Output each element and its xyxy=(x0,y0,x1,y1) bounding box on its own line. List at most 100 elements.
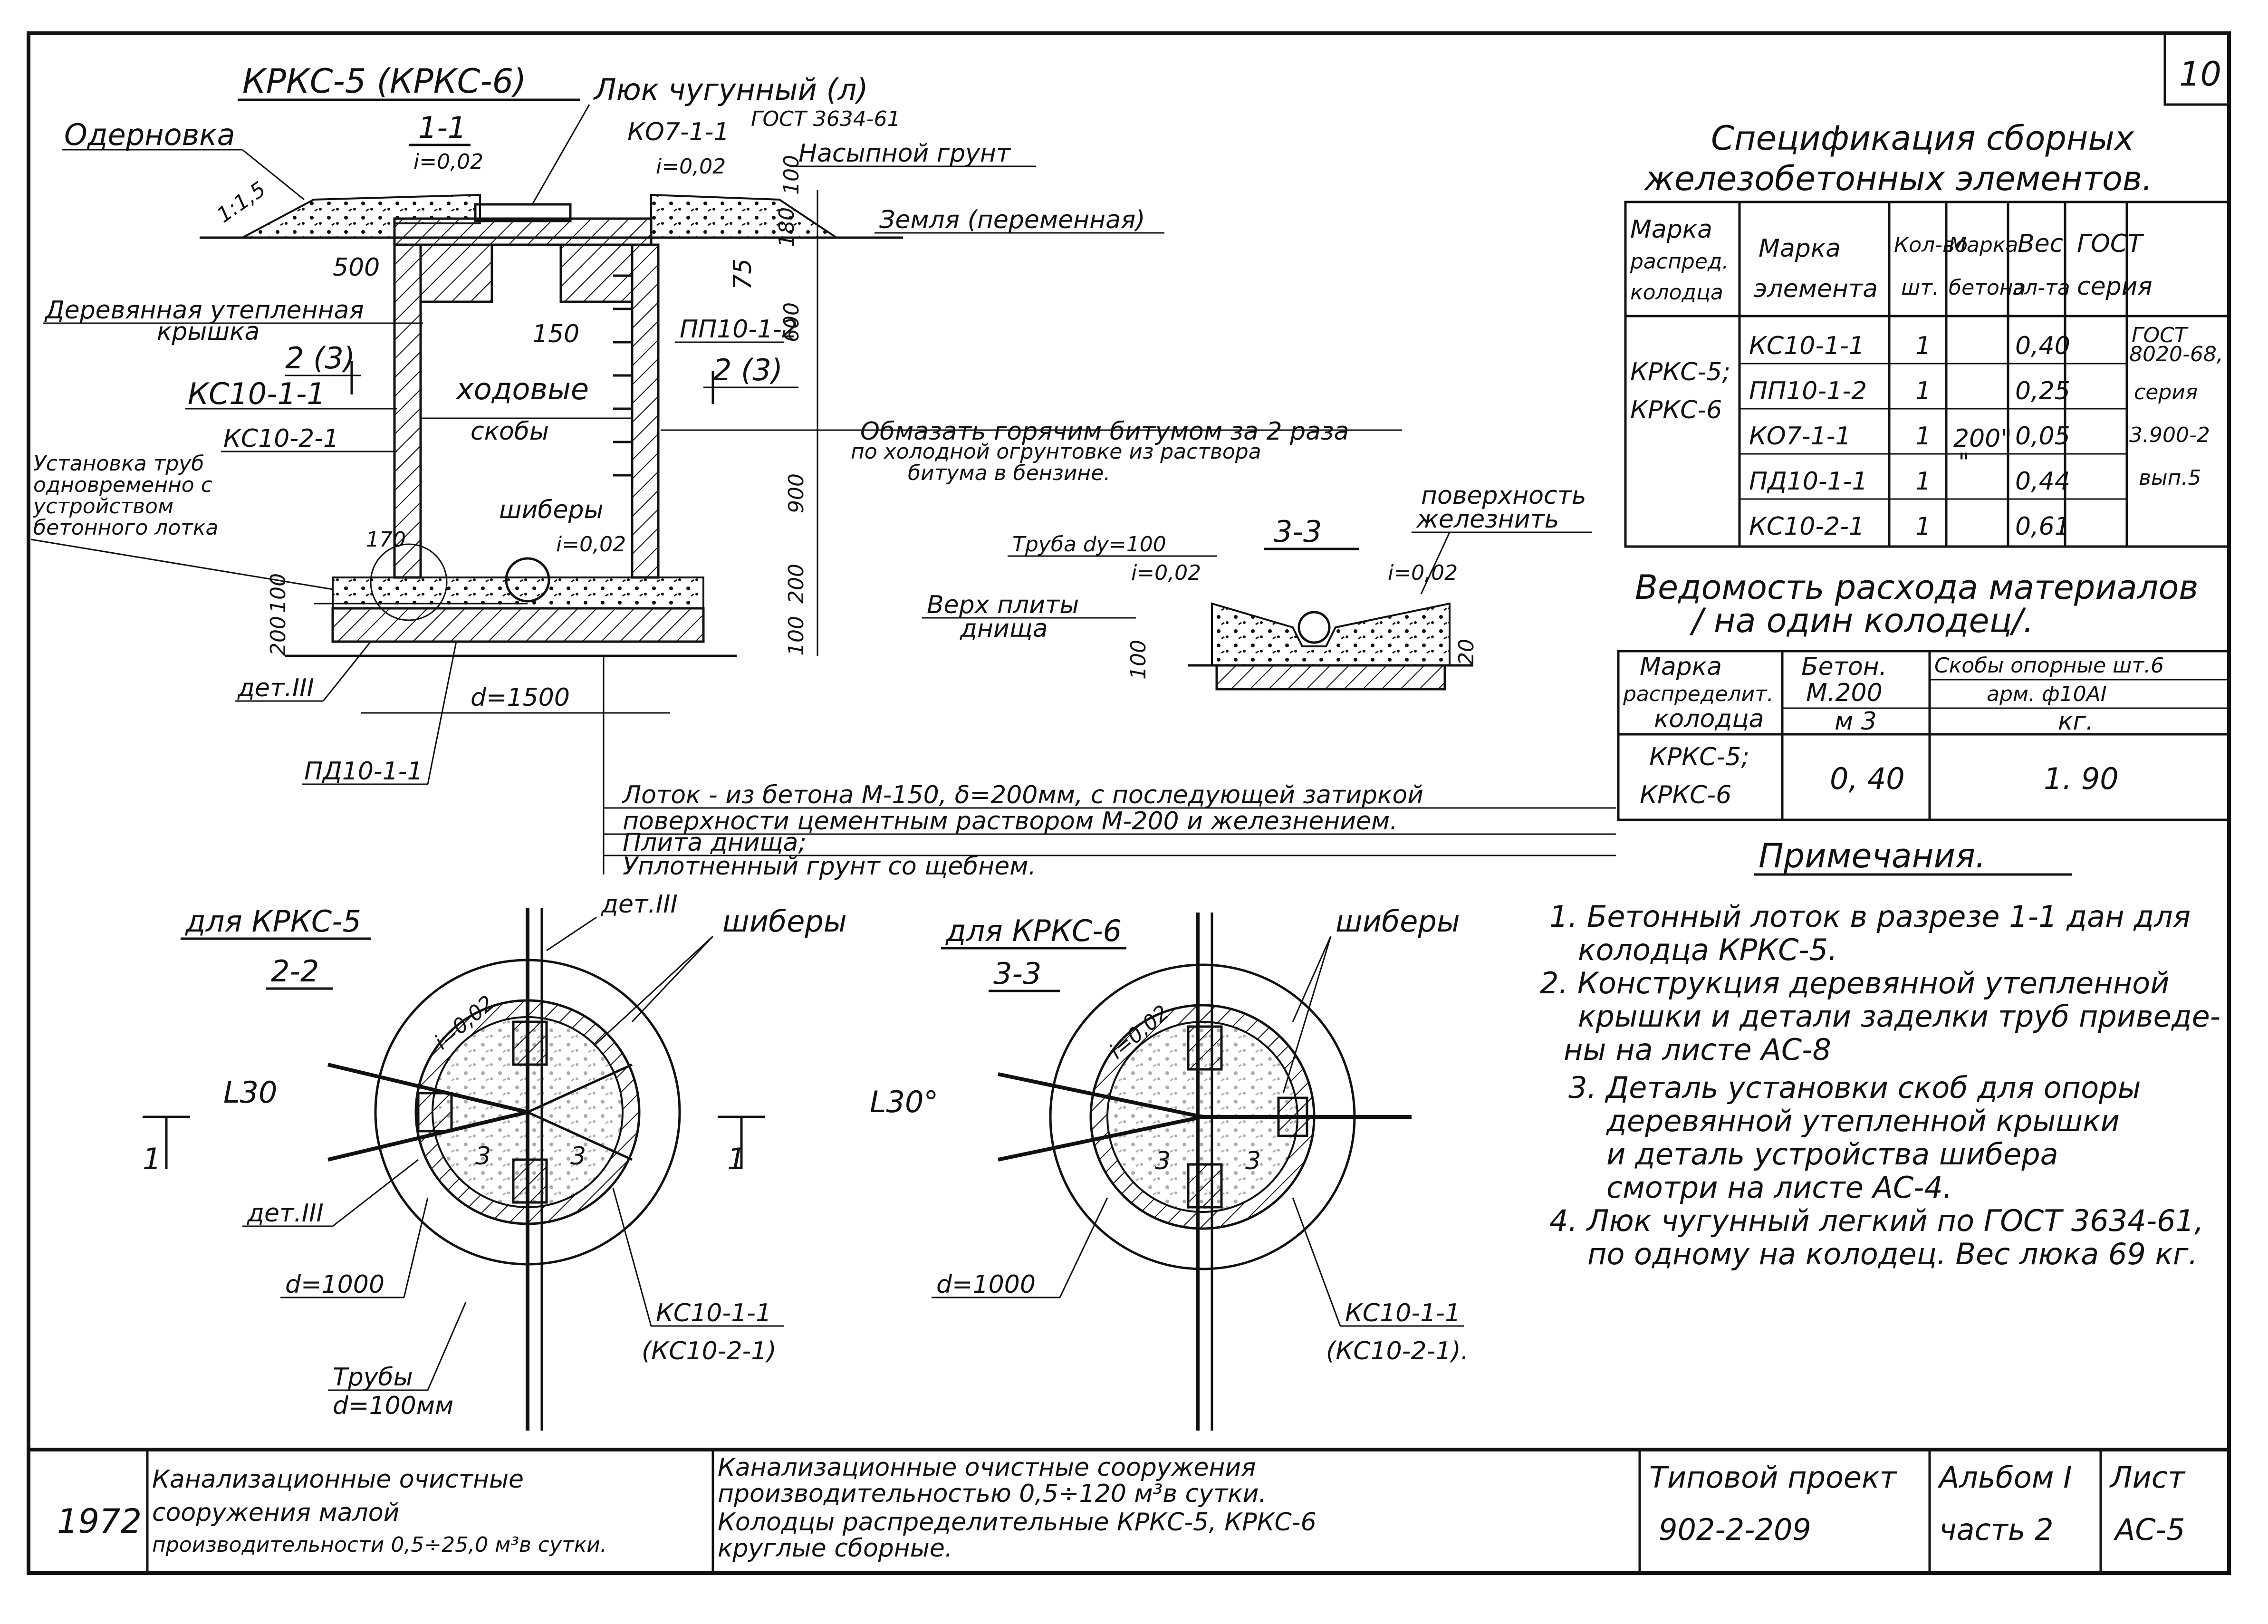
label-pipe-install-1: Установка труб xyxy=(33,452,204,476)
label-detail-3: дет.III xyxy=(237,674,314,702)
plan6-diameter: d=1000 xyxy=(936,1270,1036,1299)
label-pd10-1-1: ПД10-1-1 xyxy=(304,757,423,786)
note-line-3: Плита днища; xyxy=(623,828,807,857)
materials-table: Ведомость расхода материалов / на один к… xyxy=(1617,568,2230,821)
label-hatch-gost: ГОСТ 3634-61 xyxy=(751,107,901,131)
spec-row4-w: 0,44 xyxy=(2015,467,2070,496)
notes-title: Примечания. xyxy=(1759,836,1986,875)
dim-200-right: 200 xyxy=(784,564,808,604)
label-sec-2-3-right: 2 (3) xyxy=(713,353,783,387)
spec-gost-5: вып.5 xyxy=(2139,466,2201,490)
spec-gost-2: 8020-68, xyxy=(2129,342,2223,366)
spec-h-mark-2: распред. xyxy=(1630,250,1729,274)
label-sec-2-3-left: 2 (3) xyxy=(285,341,355,375)
spec-row4-qty: 1 xyxy=(1915,467,1931,496)
plan5-sec3-right: 3 xyxy=(570,1142,586,1171)
sec33-slope-left: i=0,02 xyxy=(1131,561,1201,585)
plan5-detail-left: дет.III xyxy=(247,1199,324,1228)
note-line-4: Уплотненный грунт со щебнем. xyxy=(623,852,1036,881)
spec-row1-qty: 1 xyxy=(1915,332,1931,360)
label-bitumen-1: Обмазать горячим битумом за 2 раза xyxy=(860,417,1349,446)
cast-iron-hatch xyxy=(474,203,572,222)
plan5-kc-1: КС10-1-1 xyxy=(656,1299,771,1327)
wood-lid-left xyxy=(419,243,493,303)
plan6-kc-1: КС10-1-1 xyxy=(1345,1299,1461,1327)
mat-h-conc-unit: м 3 xyxy=(1835,707,1877,736)
sec33-slab-top-2: днища xyxy=(960,615,1048,643)
plan6-gates: шиберы xyxy=(1336,904,1460,939)
dim-200-left: 200 xyxy=(266,616,290,656)
spec-gost-4: 3.900-2 xyxy=(2129,423,2210,447)
spec-gost-1: ГОСТ xyxy=(2132,323,2189,347)
spec-row1-el: КС10-1-1 xyxy=(1749,332,1864,360)
plan5-diameter: d=1000 xyxy=(285,1270,384,1299)
spec-h-conc-2: бетона xyxy=(1949,276,2026,300)
tb-main-4: круглые сборные. xyxy=(718,1534,952,1563)
label-slope-ratio: 1:1,5 xyxy=(212,177,270,228)
spec-row3-el: КО7-1-1 xyxy=(1749,422,1851,451)
spec-h-gost-1: ГОСТ xyxy=(2077,230,2144,258)
sec33-dim-100: 100 xyxy=(1126,640,1151,680)
tb-sheet-code: АС-5 xyxy=(2113,1512,2185,1547)
note-line-2: поверхности цементным раствором М-200 и … xyxy=(623,807,1398,836)
mat-title-1: Ведомость расхода материалов xyxy=(1635,568,2199,607)
ring-wall-right xyxy=(631,243,660,579)
label-bitumen-3: битума в бензине. xyxy=(908,461,1110,485)
sheet-number: 10 xyxy=(2179,55,2221,94)
mat-mark-2: КРКС-6 xyxy=(1640,781,1731,809)
title-block: 1972 Канализационные очистные сооружения… xyxy=(29,1448,2229,1573)
mat-h-mark-2: распределит. xyxy=(1623,682,1774,706)
mat-h-steps-unit: кг. xyxy=(2058,707,2094,736)
sec33-surface-1: поверхность xyxy=(1421,481,1586,510)
spec-well-2: КРКС-6 xyxy=(1630,396,1722,424)
sheet-number-box xyxy=(2163,32,2230,106)
sec33-pipe: Труба dу=100 xyxy=(1012,532,1166,557)
spec-h-qty-1: Кол-во xyxy=(1894,233,1968,257)
plan6-title: для КРКС-6 xyxy=(945,913,1122,948)
sec33-label: 3-3 xyxy=(1274,514,1322,549)
spec-h-gost-2: серия xyxy=(2077,272,2153,301)
plan5-gates: шиберы xyxy=(722,904,847,939)
plan5-kc-2: (КС10-2-1) xyxy=(642,1337,777,1365)
dim-500: 500 xyxy=(333,253,380,282)
tb-main-1: Канализационные очистные сооружения xyxy=(718,1453,1256,1482)
spec-row1-w: 0,40 xyxy=(2015,332,2070,360)
plan6-angle: L30° xyxy=(870,1085,938,1119)
spec-h-conc-1: Марка xyxy=(1949,233,2018,257)
tb-project-code: 902-2-209 xyxy=(1659,1512,1811,1547)
label-sod: Одерновка xyxy=(64,117,235,152)
section-1-1-slope-top: i=0,02 xyxy=(656,154,726,179)
construction-notes: Лоток - из бетона М-150, δ=200мм, с посл… xyxy=(603,656,1616,881)
note-4a: 4. Люк чугунный легкий по ГОСТ 3634-61, xyxy=(1549,1203,2204,1238)
spec-row3-w: 0,05 xyxy=(2015,422,2070,451)
label-gates-section: шиберы xyxy=(499,496,604,524)
mat-mark-1: КРКС-5; xyxy=(1649,743,1749,771)
mat-concrete-val: 0, 40 xyxy=(1830,761,1905,796)
note-1a: 1. Бетонный лоток в разрезе 1-1 дан для xyxy=(1549,899,2191,934)
dim-150: 150 xyxy=(532,320,579,348)
section-1-1-label: 1-1 xyxy=(418,110,466,145)
plan5-section-mark-right: 1 xyxy=(727,1142,746,1176)
spec-row4-el: ПД10-1-1 xyxy=(1749,467,1868,496)
label-ground: Земля (переменная) xyxy=(879,206,1145,234)
plan-krks5: для КРКС-5 2-2 дет.III шиберы L30 1 1 де… xyxy=(143,890,847,1431)
spec-row5-el: КС10-2-1 xyxy=(1749,512,1864,541)
plan5-title: для КРКС-5 xyxy=(185,904,361,939)
note-3c: и деталь устройства шибера xyxy=(1606,1137,2058,1172)
note-3d: смотри на листе АС-4. xyxy=(1606,1170,1952,1205)
tb-main-2: производительностью 0,5÷120 м³в сутки. xyxy=(718,1480,1267,1508)
spec-concrete: 200" xyxy=(1953,424,2012,453)
plan5-pipe-lower xyxy=(327,1110,528,1162)
spec-row3-qty: 1 xyxy=(1915,422,1931,451)
diameter-1500: d=1500 xyxy=(471,683,570,712)
spec-gost-3: серия xyxy=(2134,380,2198,404)
spec-table: Спецификация сборных железобетонных элем… xyxy=(1624,119,2230,548)
note-2b: крышки и детали заделки труб приведе- xyxy=(1578,999,2220,1034)
note-2a: 2. Конструкция деревянной утепленной xyxy=(1540,966,2169,1000)
mat-h-mark-3: колодца xyxy=(1654,705,1764,733)
dim-170: 170 xyxy=(366,528,406,552)
spec-row2-w: 0,25 xyxy=(2015,377,2070,405)
plan5-section-mark-left: 1 xyxy=(143,1142,161,1176)
